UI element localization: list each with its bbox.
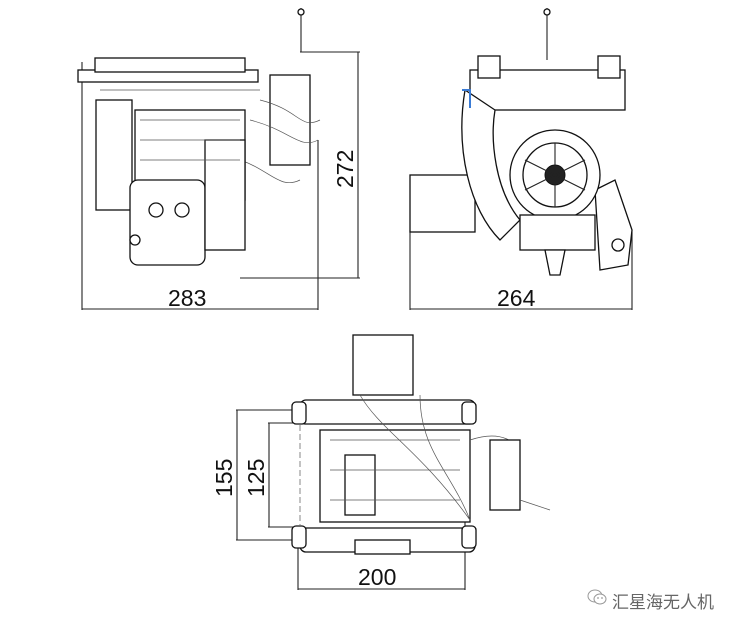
front-width-label: 283	[168, 285, 206, 311]
front-height-label: 272	[332, 150, 358, 188]
wechat-icon	[587, 589, 607, 605]
top-inner-span-label: 125	[243, 459, 269, 497]
side-view: 264	[409, 8, 633, 311]
top-view: 200 155 125	[211, 334, 551, 590]
watermark-text: 汇星海无人机	[612, 593, 714, 612]
front-view: 283 272	[77, 8, 360, 311]
top-outer-span-label: 155	[211, 459, 237, 497]
side-width-label: 264	[497, 285, 536, 311]
top-width-label: 200	[358, 564, 396, 590]
